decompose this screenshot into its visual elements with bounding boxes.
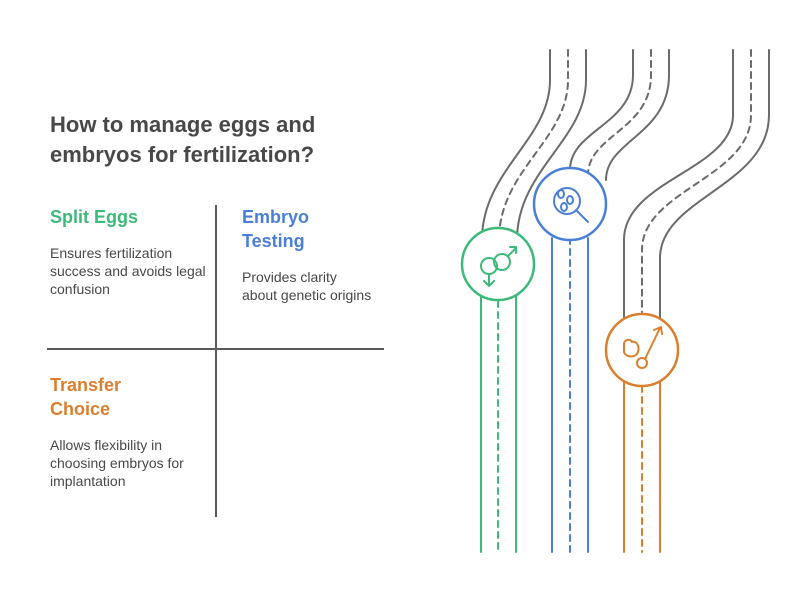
quadrant-divider-horizontal	[47, 348, 384, 350]
bird-selection-icon	[604, 312, 680, 388]
road-transfer-choice-upper	[623, 49, 770, 319]
option-title-split-eggs: Split Eggs	[50, 207, 139, 227]
road-embryo-testing-upper	[569, 49, 670, 181]
page-title: How to manage eggs and embryos for ferti…	[50, 112, 316, 167]
road-transfer-choice-lower	[623, 381, 661, 553]
option-description-embryo-testing: Provides clarity about genetic origins	[242, 269, 372, 303]
road-split-eggs-lower	[480, 289, 517, 553]
quadrant-divider-vertical	[215, 205, 217, 517]
option-title-embryo-testing: Embryo Testing	[242, 207, 310, 251]
option-description-split-eggs: Ensures fertilization success and avoids…	[50, 245, 206, 297]
option-title-transfer-choice: Transfer Choice	[50, 375, 122, 419]
option-description-transfer-choice: Allows flexibility in choosing embryos f…	[50, 437, 184, 489]
road-embryo-testing-lower	[551, 237, 589, 553]
road-split-eggs-upper	[481, 49, 587, 241]
gender-symbols-icon	[460, 226, 536, 302]
magnifier-cells-icon	[532, 166, 608, 242]
